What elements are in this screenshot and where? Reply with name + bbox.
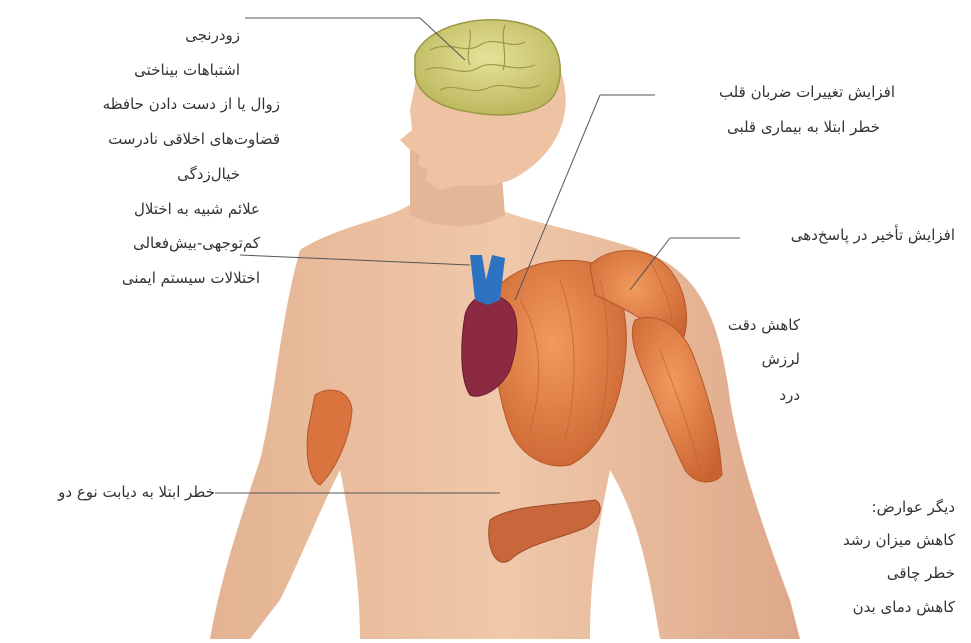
brain-effect-5: خیال‌زدگی [40,167,240,182]
brain-effect-7: کم‌توجهی-بیش‌فعالی [40,236,260,251]
other-effect-1: کاهش میزان رشد [800,533,955,548]
brain-effect-1: زودرنجی [40,28,240,43]
pancreas-effect-label: خطر ابتلا به دیابت نوع دو [0,485,215,500]
brain-effect-2: اشتباهات بیناختی [40,63,240,78]
brain-effect-3: زوال یا از دست دادن حافظه [40,97,280,112]
heart-effect-2: خطر ابتلا به بیماری قلبی [660,120,880,135]
brain-effect-8: اختلالات سیستم ایمنی [40,271,260,286]
brain-effect-4: قضاوت‌های اخلاقی نادرست [40,132,280,147]
muscle-effect-3: درد [720,388,800,403]
other-effect-2: خطر چاقی [800,566,955,581]
brain-effect-6: علائم شبیه به اختلال [40,202,260,217]
heart-effect-1: افزایش تغییرات ضربان قلب [660,85,895,100]
muscle-response-label: افزایش تأخیر در پاسخ‌دهی [745,228,955,243]
muscle-effect-2: لرزش [720,352,800,367]
other-effects-title: دیگر عوارض: [800,500,955,515]
other-effect-3: کاهش دمای بدن [800,600,955,615]
muscle-effect-1: کاهش دقت [720,318,800,333]
